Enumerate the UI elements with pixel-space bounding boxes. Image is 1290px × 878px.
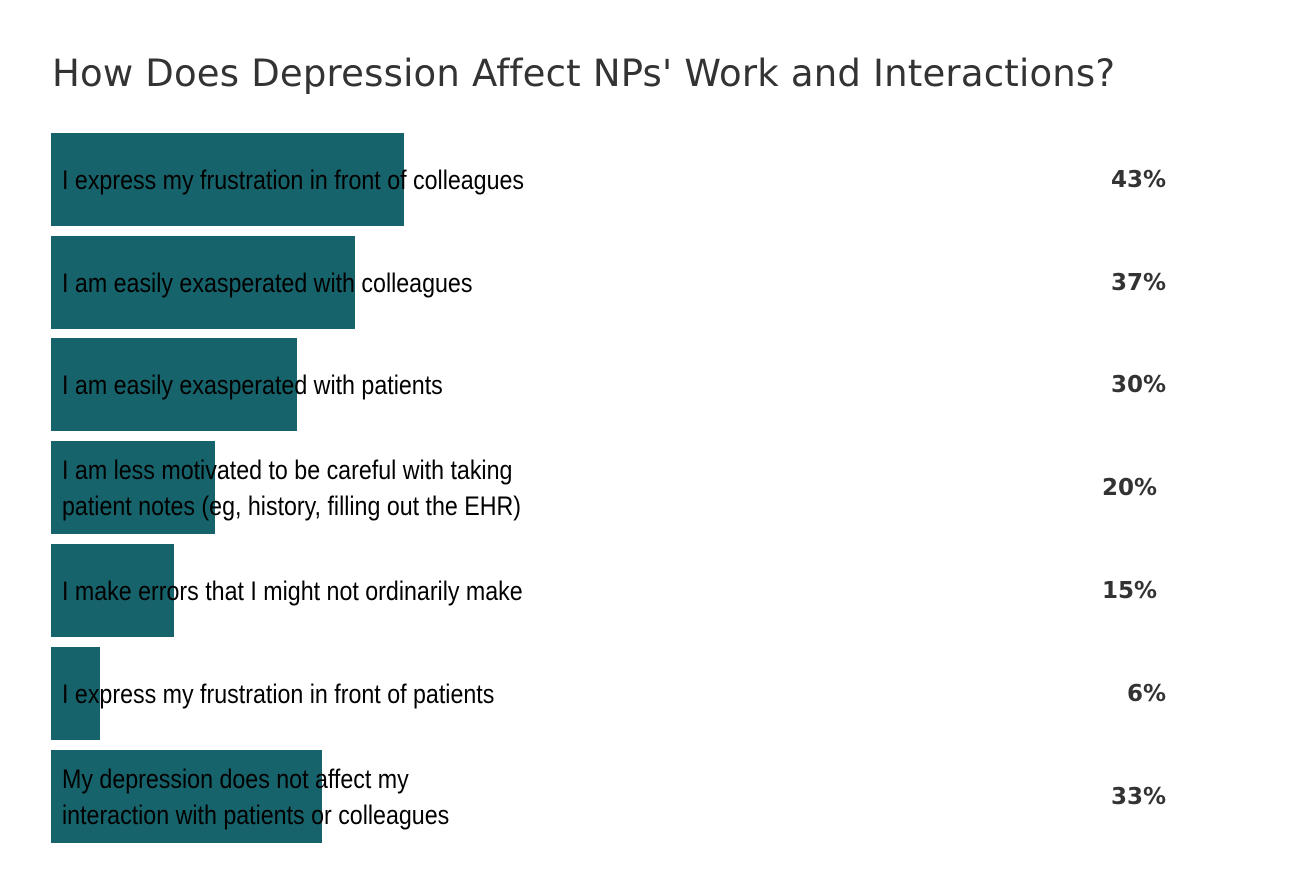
- bar-label: I express my frustration in front of pat…: [62, 678, 495, 709]
- bar: [51, 236, 355, 329]
- bar-value: 15%: [1101, 577, 1157, 604]
- bar-value: 33%: [1110, 783, 1166, 810]
- bar-label: I express my frustration in front of col…: [62, 164, 525, 195]
- bar-label: I make errors that I might not ordinaril…: [62, 575, 523, 606]
- bar-value: 37%: [1110, 269, 1166, 296]
- bar-label: I am easily exasperated with patients: [62, 369, 443, 400]
- bar-row: I am less motivated to be careful with t…: [51, 441, 1191, 534]
- bar: [51, 338, 297, 431]
- bar-row: I express my frustration in front of pat…: [51, 647, 1191, 740]
- bar-value: 20%: [1101, 474, 1157, 501]
- bar-row: My depression does not affect my interac…: [51, 750, 1191, 843]
- chart-title: How Does Depression Affect NPs' Work and…: [52, 52, 1116, 95]
- bar-row: I am easily exasperated with colleagues …: [51, 236, 1191, 329]
- bar-label: My depression does not affect my interac…: [62, 763, 450, 830]
- bar-value: 30%: [1110, 371, 1166, 398]
- bar-value: 43%: [1110, 166, 1166, 193]
- bar-row: I am easily exasperated with patients 30…: [51, 338, 1191, 431]
- bar: [51, 750, 322, 843]
- bar-value: 6%: [1126, 680, 1166, 707]
- bar: [51, 441, 215, 534]
- bar: [51, 544, 174, 637]
- bar: [51, 647, 100, 740]
- bar-row: I express my frustration in front of col…: [51, 133, 1191, 226]
- bar-row: I make errors that I might not ordinaril…: [51, 544, 1191, 637]
- bar-label: I am less motivated to be careful with t…: [62, 454, 522, 521]
- bar-label: I am easily exasperated with colleagues: [62, 267, 473, 298]
- bar: [51, 133, 404, 226]
